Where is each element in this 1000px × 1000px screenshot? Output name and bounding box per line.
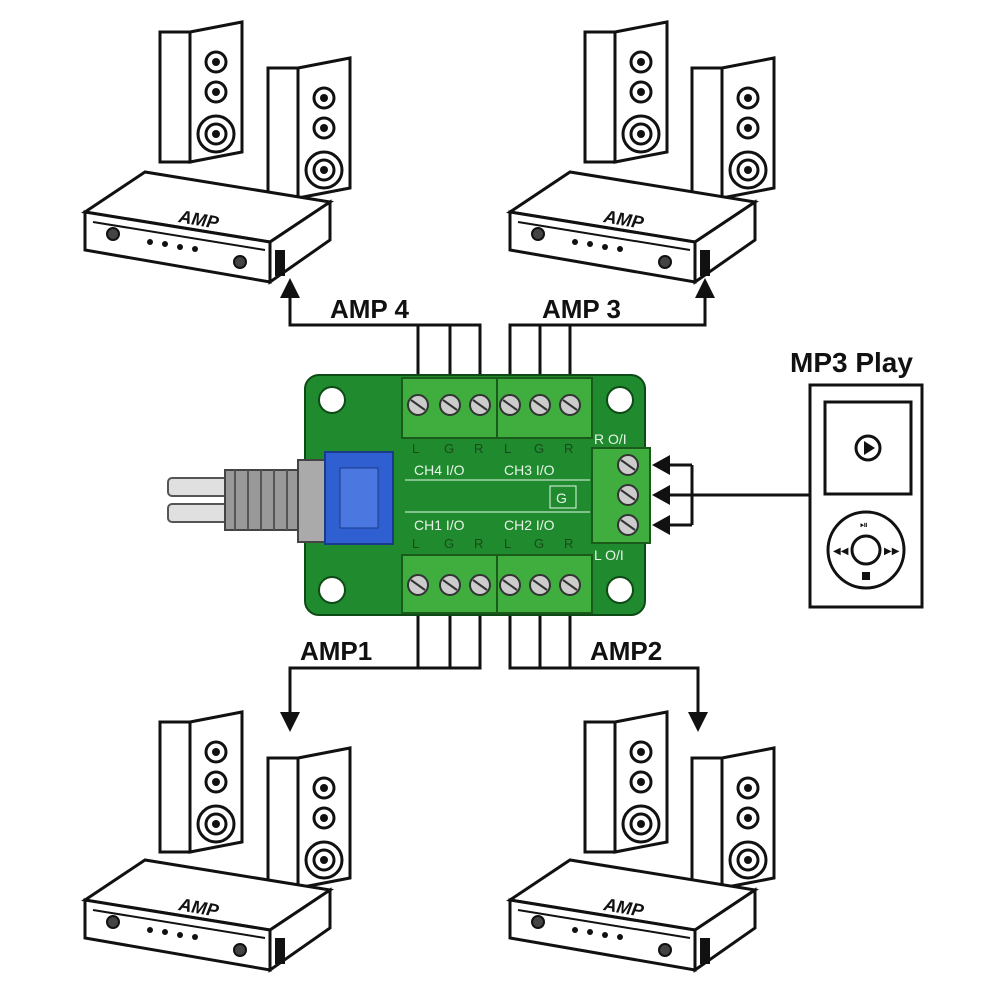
svg-text:R: R — [564, 536, 573, 551]
ch2-label: CH2 I/O — [504, 517, 555, 533]
svg-text:G: G — [534, 441, 544, 456]
ch1-label: CH1 I/O — [414, 517, 465, 533]
amp3-unit: AMP — [508, 20, 776, 284]
amp1-label: AMP1 — [300, 636, 372, 666]
wheel-stop-icon[interactable] — [862, 572, 870, 580]
amp4-label: AMP 4 — [330, 294, 410, 324]
amp2-arrow — [688, 712, 708, 732]
mp3-player: MP3 Play ⏯ ◀◀ ▶▶ — [790, 347, 924, 609]
svg-text:G: G — [444, 536, 454, 551]
amp3-arrow — [695, 278, 715, 298]
amp2-unit: AMP — [508, 710, 776, 972]
amp2-wires — [508, 610, 700, 715]
svg-text:G: G — [534, 536, 544, 551]
ch4-label: CH4 I/O — [414, 462, 465, 478]
amp4-wires — [288, 290, 482, 375]
mp3-player-label: MP3 Play — [790, 347, 913, 378]
svg-text:G: G — [444, 441, 454, 456]
amp4-unit: AMP — [83, 20, 352, 284]
svg-text:L: L — [504, 441, 511, 456]
svg-text:L: L — [504, 536, 511, 551]
ch3-label: CH3 I/O — [504, 462, 555, 478]
amp1-arrow — [280, 712, 300, 732]
amp3-label: AMP 3 — [542, 294, 621, 324]
amp4-arrow — [280, 278, 300, 298]
amp3-wires — [508, 290, 707, 375]
svg-text:L: L — [412, 441, 419, 456]
pcb-board: L G R L G R CH4 I/O CH3 I/O G CH1 I/O CH… — [304, 374, 651, 616]
wheel-right-icon[interactable]: ▶▶ — [884, 546, 900, 557]
input-g-label: G — [556, 490, 567, 506]
input-r-label: R O/I — [594, 431, 627, 447]
amp1-unit: AMP — [83, 710, 352, 972]
input-l-label: L O/I — [594, 547, 624, 563]
wheel-top-icon[interactable]: ⏯ — [860, 520, 868, 531]
volume-knob[interactable] — [167, 451, 394, 545]
svg-text:L: L — [412, 536, 419, 551]
input-arrows — [652, 455, 670, 535]
input-wires — [668, 463, 810, 527]
svg-text:R: R — [474, 441, 483, 456]
svg-text:R: R — [474, 536, 483, 551]
svg-text:R: R — [564, 441, 573, 456]
amp2-label: AMP2 — [590, 636, 662, 666]
wheel-left-icon[interactable]: ◀◀ — [833, 546, 849, 557]
amp1-wires — [288, 610, 482, 715]
